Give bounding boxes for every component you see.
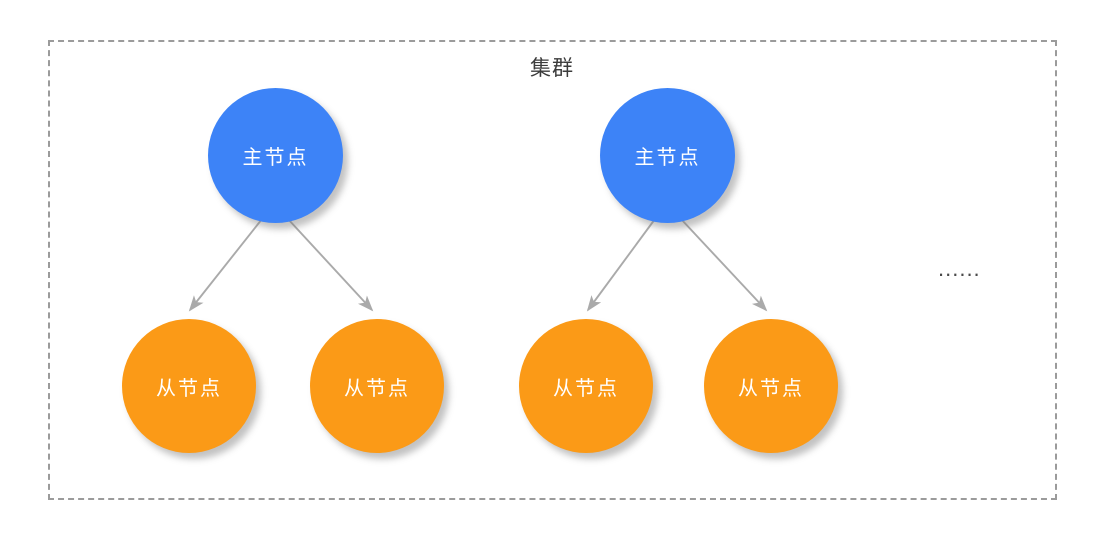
node-slave-1-label: 从节点 [156,377,222,400]
node-slave-2-label: 从节点 [344,377,410,400]
node-master-2-label: 主节点 [634,147,701,169]
cluster-boundary [48,40,1057,500]
node-slave-4[interactable]: 从节点 [704,319,838,453]
node-slave-4-label: 从节点 [738,377,804,400]
node-master-2[interactable]: 主节点 [600,88,735,223]
node-master-1[interactable]: 主节点 [208,88,343,223]
node-master-1-label: 主节点 [242,147,309,169]
node-slave-3[interactable]: 从节点 [519,319,653,453]
node-slave-2[interactable]: 从节点 [310,319,444,453]
diagram-title-text: 集群 [530,57,574,80]
overflow-ellipsis: ...... [938,256,981,281]
node-slave-3-label: 从节点 [553,377,619,400]
node-slave-1[interactable]: 从节点 [122,319,256,453]
diagram-title: 集群 [0,54,1100,84]
